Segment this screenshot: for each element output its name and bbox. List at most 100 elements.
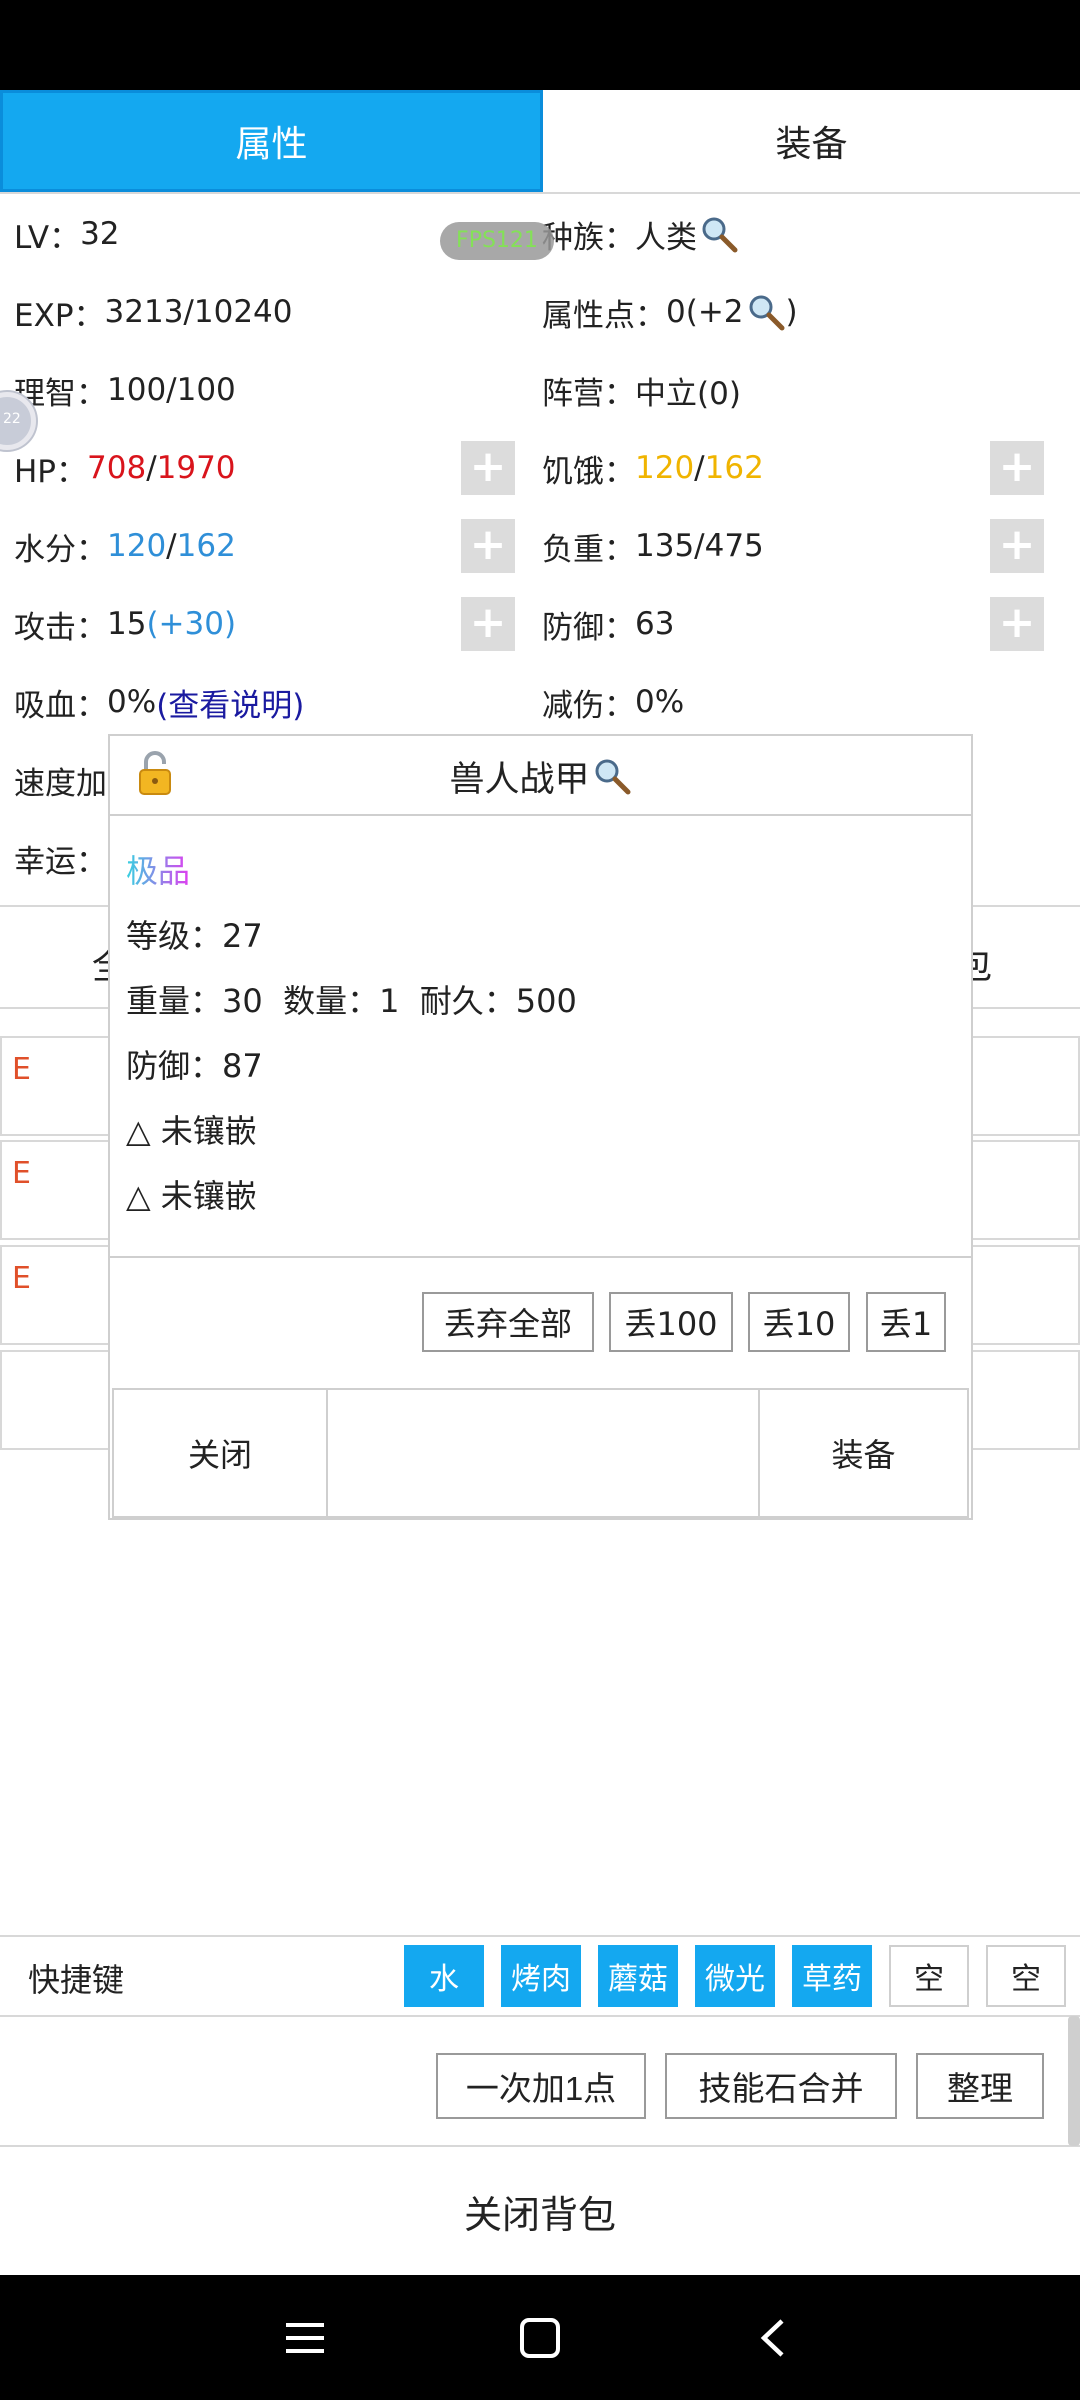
- stat-water: 水分： 120 / 162: [14, 507, 236, 585]
- stat-hunger-current: 120: [635, 450, 695, 486]
- dialog-body: 极品 等级：27 重量：30 数量：1 耐久：500 防御：87 △ 未镶嵌 △…: [126, 836, 577, 1226]
- stat-lifesteal-value: 0%: [107, 684, 157, 720]
- add-one-point-button[interactable]: 一次加1点: [436, 2053, 646, 2119]
- tab-equipment[interactable]: 装备: [543, 90, 1080, 192]
- stat-defense-value: 63: [635, 606, 675, 642]
- stat-row-8: 速度加: [0, 741, 1080, 819]
- stat-hp: HP： 708 / 1970: [14, 429, 236, 507]
- stat-sanity: 理智： 100/100: [14, 351, 236, 429]
- stat-row-6: 攻击： 15 (+30) + 防御： 63 +: [0, 585, 1080, 663]
- stat-lv: LV： 32: [14, 195, 120, 273]
- dialog-equip-button[interactable]: 装备: [831, 1436, 896, 1474]
- defense-plus-button[interactable]: +: [990, 597, 1044, 651]
- stat-hunger: 饥饿： 120 / 162: [542, 429, 764, 507]
- stat-damage-reduction-label: 减伤：: [542, 687, 635, 724]
- menu-icon[interactable]: [280, 2313, 330, 2363]
- stat-attr-points-suffix: ): [785, 294, 798, 330]
- home-icon[interactable]: [515, 2313, 565, 2363]
- stat-row-7: 吸血： 0% (查看说明) 减伤： 0%: [0, 663, 1080, 741]
- quick-slot-herb[interactable]: 草药: [792, 1945, 872, 2007]
- stat-attr-points-label: 属性点：: [542, 297, 666, 334]
- item-marker: E: [12, 1052, 31, 1087]
- stat-water-max: 162: [176, 528, 236, 564]
- stat-lifesteal: 吸血： 0% (查看说明): [14, 663, 304, 741]
- stat-attack-bonus: (+30): [146, 606, 237, 642]
- stat-row-5: 水分： 120 / 162 + 负重： 135/475 +: [0, 507, 1080, 585]
- stat-damage-reduction: 减伤： 0%: [542, 663, 684, 741]
- stat-row-4: HP： 708 / 1970 + 饥饿： 120 / 162 +: [0, 429, 1080, 507]
- search-icon[interactable]: [746, 292, 786, 332]
- stat-hp-max: 1970: [156, 450, 236, 486]
- stat-damage-reduction-value: 0%: [635, 684, 685, 720]
- unlock-icon[interactable]: [136, 750, 176, 798]
- stat-attr-points[interactable]: 属性点： 0(+2 ): [542, 273, 798, 351]
- drop-all-button[interactable]: 丢弃全部: [422, 1292, 594, 1352]
- item-marker: E: [12, 1156, 31, 1191]
- quick-slot-water[interactable]: 水: [404, 1945, 484, 2007]
- quick-slot-empty[interactable]: 空: [889, 1945, 969, 2007]
- stat-hp-label: HP：: [14, 453, 88, 490]
- drop-1-button[interactable]: 丢1: [866, 1292, 946, 1352]
- item-detail-dialog: 兽人战甲 极品 等级：27 重量：30 数量：1 耐久：500 防御：87 △ …: [108, 734, 973, 1520]
- stat-camp-label: 阵营：: [542, 375, 635, 412]
- stat-defense: 防御： 63: [542, 585, 674, 663]
- stat-exp-value: 3213/10240: [104, 294, 293, 330]
- merge-skill-stones-button[interactable]: 技能石合并: [665, 2053, 897, 2119]
- search-icon[interactable]: [699, 214, 739, 254]
- drop-10-button[interactable]: 丢10: [748, 1292, 850, 1352]
- stat-row-2: EXP： 3213/10240 属性点： 0(+2 ): [0, 273, 1080, 351]
- stat-attack-label: 攻击：: [14, 609, 107, 646]
- hp-plus-button[interactable]: +: [461, 441, 515, 495]
- item-socket-2: △ 未镶嵌: [126, 1176, 257, 1215]
- stat-row-3: 理智： 100/100 阵营： 中立(0): [0, 351, 1080, 429]
- quick-slot-empty[interactable]: 空: [986, 1945, 1066, 2007]
- item-quality: 极品: [126, 836, 577, 901]
- stat-load-label: 负重：: [542, 531, 635, 568]
- stat-hp-current: 708: [87, 450, 147, 486]
- stat-exp-label: EXP：: [14, 297, 105, 334]
- tab-attributes[interactable]: 属性: [0, 90, 543, 192]
- stat-hunger-max: 162: [704, 450, 764, 486]
- stat-attack: 攻击： 15 (+30): [14, 585, 236, 663]
- stat-hp-sep: /: [146, 450, 157, 486]
- item-stats-line: 重量：30 数量：1 耐久：500: [126, 981, 577, 1020]
- drop-100-button[interactable]: 丢100: [609, 1292, 733, 1352]
- sort-button[interactable]: 整理: [916, 2053, 1044, 2119]
- stat-race-value: 人类: [635, 219, 697, 256]
- stat-row-9: 幸运：: [0, 819, 1080, 897]
- item-name: 兽人战甲: [449, 759, 590, 800]
- dialog-close-button[interactable]: 关闭: [187, 1436, 252, 1474]
- water-plus-button[interactable]: +: [461, 519, 515, 573]
- hunger-plus-button[interactable]: +: [990, 441, 1044, 495]
- quick-slot-mushroom[interactable]: 蘑菇: [598, 1945, 678, 2007]
- lifesteal-info-link[interactable]: (查看说明): [156, 687, 305, 724]
- load-plus-button[interactable]: +: [990, 519, 1044, 573]
- floating-ball-text: 22: [3, 411, 21, 427]
- stat-sanity-value: 100/100: [107, 372, 236, 408]
- scrollbar[interactable]: [1068, 2016, 1080, 2146]
- action-bar: 一次加1点 技能石合并 整理: [0, 2017, 1080, 2147]
- stat-lifesteal-label: 吸血：: [14, 687, 107, 724]
- quick-slot-glimmer[interactable]: 微光: [695, 1945, 775, 2007]
- tab-bar: 属性 装备: [0, 90, 1080, 194]
- stat-hunger-label: 饥饿：: [542, 453, 635, 490]
- stat-hunger-sep: /: [694, 450, 705, 486]
- stat-row-1: LV： 32 种族： 人类: [0, 195, 1080, 273]
- dialog-title: 兽人战甲: [110, 736, 971, 816]
- status-bar: [0, 0, 1080, 90]
- item-defense: 防御：87: [126, 1046, 263, 1085]
- quickbar: 快捷键 水 烤肉 蘑菇 微光 草药 空 空: [0, 1935, 1080, 2017]
- quickbar-label: 快捷键: [28, 1961, 125, 1999]
- search-icon[interactable]: [592, 756, 632, 796]
- close-bag-button[interactable]: 关闭背包: [463, 2192, 616, 2237]
- back-icon[interactable]: [750, 2313, 800, 2363]
- quick-slot-roast-meat[interactable]: 烤肉: [501, 1945, 581, 2007]
- stat-load: 负重： 135/475: [542, 507, 764, 585]
- attack-plus-button[interactable]: +: [461, 597, 515, 651]
- stat-race[interactable]: 种族： 人类: [542, 195, 739, 273]
- stat-defense-label: 防御：: [542, 609, 635, 646]
- stat-water-current: 120: [107, 528, 167, 564]
- item-level: 等级：27: [126, 916, 263, 955]
- dialog-divider: [110, 1256, 971, 1258]
- dialog-header: 兽人战甲: [110, 736, 971, 816]
